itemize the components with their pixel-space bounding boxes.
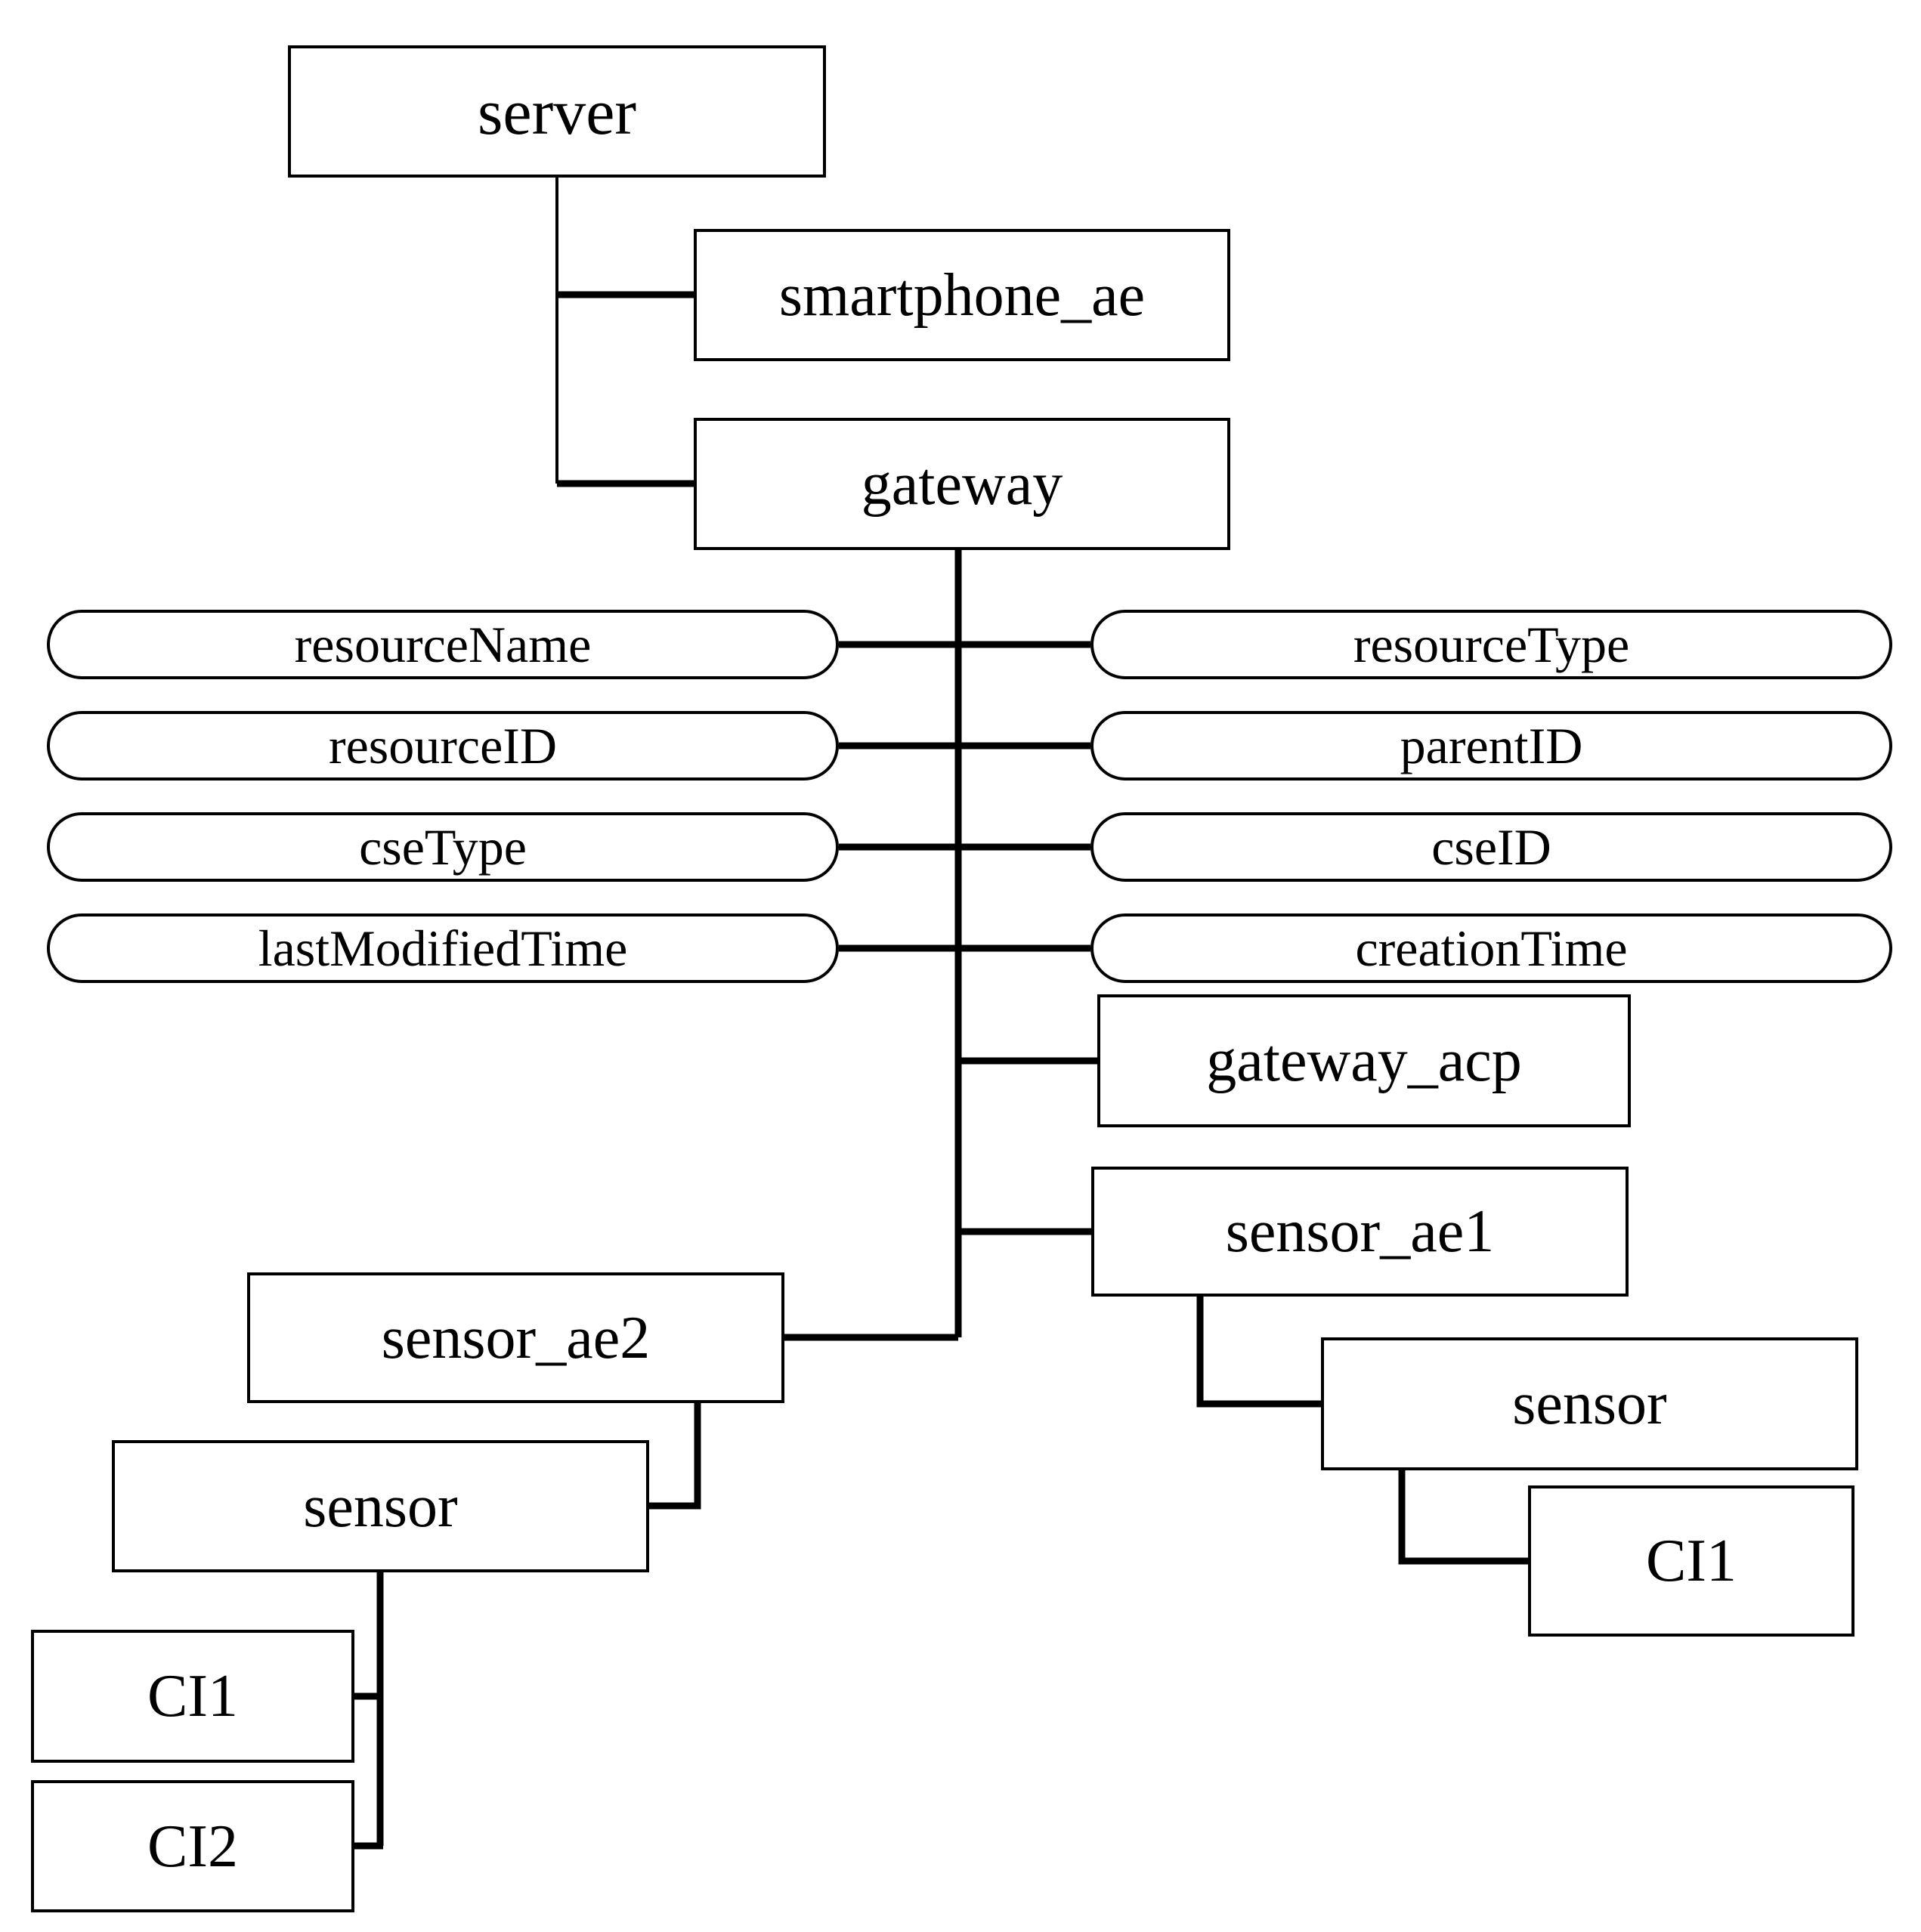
- attr-pill-cse-id: cseID: [1090, 812, 1892, 882]
- node-smartphone-ae: smartphone_ae: [694, 229, 1230, 361]
- node-sensor-ae2: sensor_ae2: [247, 1272, 784, 1403]
- node-sensor-right: sensor: [1321, 1337, 1858, 1470]
- node-ci2-left: CI2: [31, 1780, 354, 1912]
- node-sensor-ae1: sensor_ae1: [1091, 1167, 1629, 1297]
- attr-pill-last-modified-time: lastModifiedTime: [47, 913, 839, 983]
- node-server: server: [288, 45, 826, 178]
- attr-pill-parent-id: parentID: [1090, 711, 1892, 781]
- edge-sensor-ae2-sensor: [649, 1403, 701, 1510]
- node-ci1-left: CI1: [31, 1630, 354, 1763]
- attr-pill-resource-name: resourceName: [47, 610, 839, 679]
- node-ci1-right: CI1: [1528, 1485, 1854, 1637]
- edge-sensor-ae1-sensor: [1196, 1297, 1321, 1408]
- node-gateway-acp: gateway_acp: [1097, 994, 1631, 1127]
- attr-pill-cse-type: cseType: [47, 812, 839, 882]
- attr-pill-creation-time: creationTime: [1090, 913, 1892, 983]
- attr-pill-resource-type: resourceType: [1090, 610, 1892, 679]
- node-sensor-left: sensor: [112, 1440, 649, 1572]
- attr-pill-resource-id: resourceID: [47, 711, 839, 781]
- edge-sensor-right-ci1: [1398, 1470, 1528, 1565]
- node-gateway: gateway: [694, 418, 1230, 550]
